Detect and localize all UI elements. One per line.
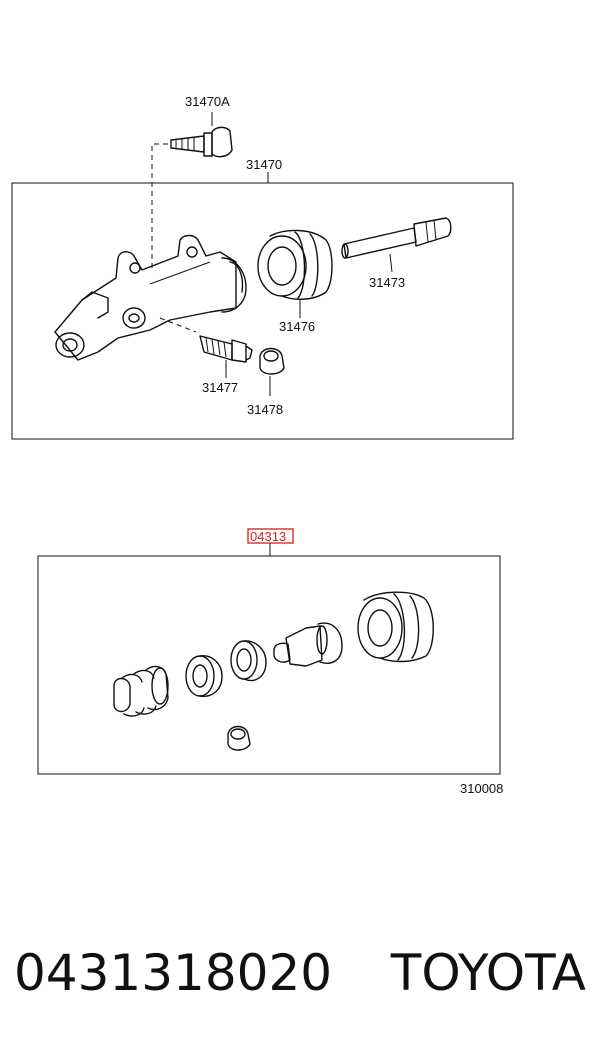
bolt-part[interactable] — [170, 126, 233, 158]
cylinder-body[interactable] — [54, 234, 247, 361]
figure-number: 310008 — [460, 781, 503, 796]
push-rod-leader — [389, 253, 393, 273]
kit-cap-part[interactable] — [227, 725, 251, 751]
cap-label: 31478 — [247, 402, 283, 417]
bolt-label: 31470A — [185, 94, 230, 109]
bolt-dashed-path — [151, 143, 168, 270]
cap-part[interactable] — [259, 347, 285, 375]
repair-kit-group: 04313 — [37, 528, 503, 796]
cylinder-label: 31470 — [246, 157, 282, 172]
push-rod-label: 31473 — [369, 275, 405, 290]
boot-label: 31476 — [279, 319, 315, 334]
kit-label-highlight — [247, 528, 294, 544]
kit-boot-part[interactable] — [357, 591, 434, 663]
bleeder-label: 31477 — [202, 380, 238, 395]
cup-seal-part[interactable] — [185, 655, 223, 697]
bleeder-dashed-path — [159, 317, 197, 333]
piston-cup-part[interactable] — [230, 640, 267, 682]
kit-label[interactable]: 04313 — [250, 529, 286, 544]
cylinder-frame — [11, 182, 514, 440]
footer: 0431318020 TOYOTA — [14, 938, 586, 1008]
brand-name: TOYOTA — [390, 944, 586, 1002]
cylinder-assembly-group: 31470A 31470 31473 31476 31477 31478 — [11, 94, 514, 440]
kit-frame — [37, 555, 501, 775]
push-rod-part[interactable] — [341, 217, 452, 259]
bleeder-plug-part[interactable] — [199, 335, 253, 363]
part-number: 0431318020 — [14, 944, 333, 1002]
piston-part[interactable] — [273, 622, 343, 667]
spring-part[interactable] — [113, 665, 169, 717]
boot-part[interactable] — [257, 229, 333, 300]
